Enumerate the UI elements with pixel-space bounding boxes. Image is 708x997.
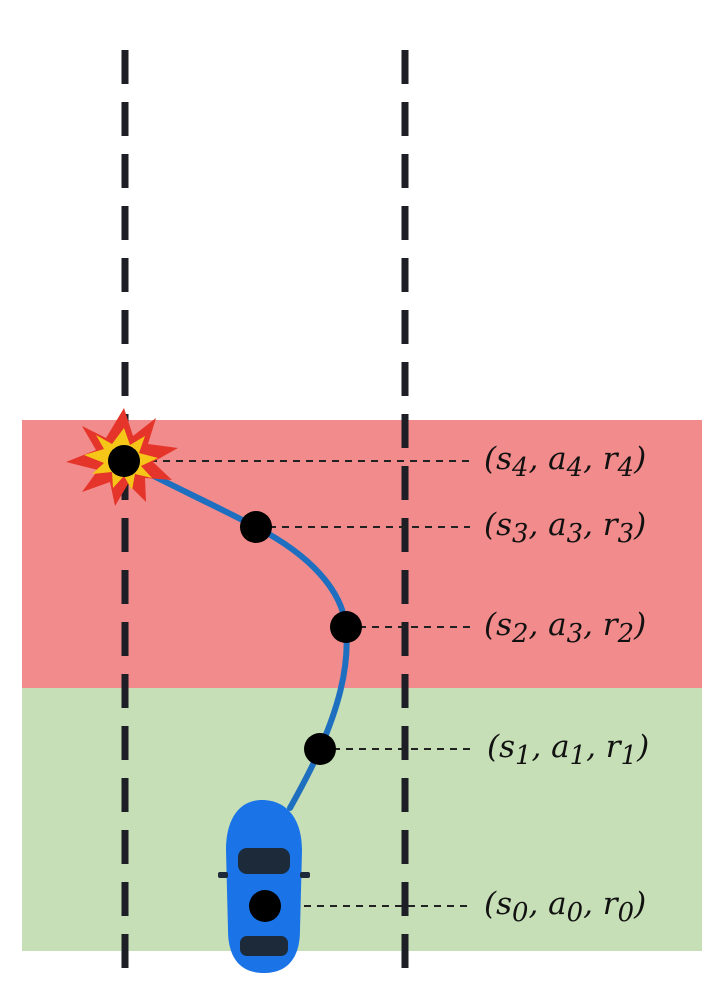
- state-label-3: (s3, a3, r3): [484, 507, 647, 550]
- state-label-2: (s2, a3, r2): [484, 607, 647, 650]
- state-dot-4: [108, 445, 140, 477]
- leader-lines: [124, 460, 470, 907]
- car-rear-window: [240, 936, 288, 956]
- state-label-1: (s1, a1, r1): [487, 729, 650, 772]
- state-dot-3: [240, 511, 272, 543]
- state-dots: [108, 445, 362, 922]
- safe-zone: [22, 688, 702, 951]
- car-mirror-right: [300, 872, 310, 878]
- state-label-4: (s4, a4, r4): [484, 441, 647, 484]
- state-label-0: (s0, a0, r0): [484, 886, 647, 929]
- state-dot-0: [249, 890, 281, 922]
- car-mirror-left: [218, 872, 228, 878]
- car-windshield: [238, 848, 290, 874]
- car-top-view-icon: [218, 800, 310, 973]
- state-dot-2: [330, 611, 362, 643]
- state-dot-1: [304, 733, 336, 765]
